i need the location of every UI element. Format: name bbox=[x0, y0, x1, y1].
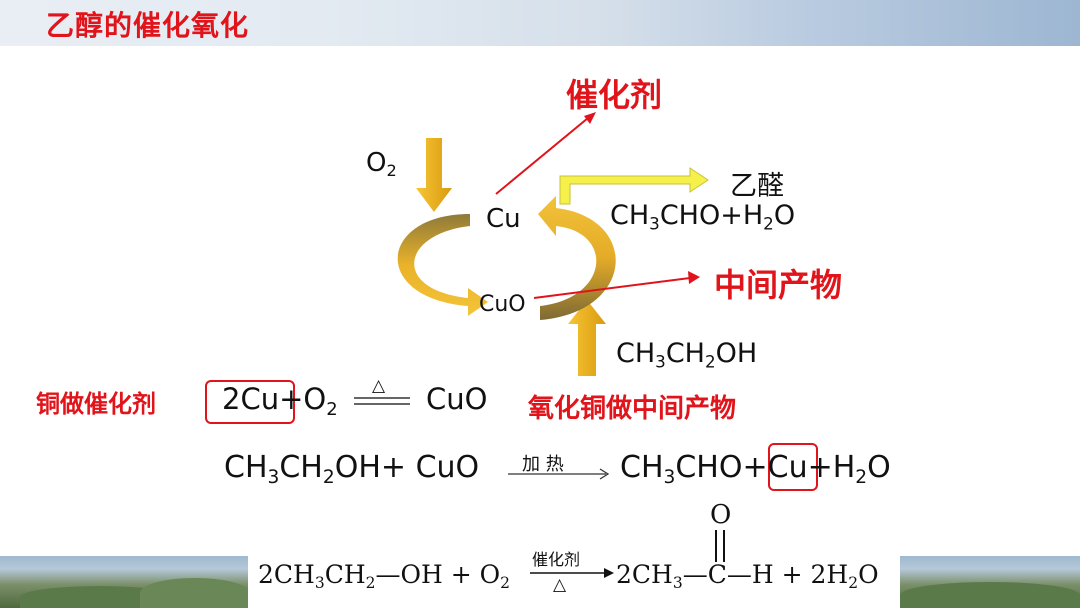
loop-arrow-cu-to-cuo bbox=[397, 214, 488, 316]
eq2-rhs: CH3CHO+Cu+H2O bbox=[620, 450, 891, 488]
cuo-label: CuO bbox=[479, 292, 526, 317]
cu-highlight-box bbox=[205, 380, 295, 424]
products-formula: CH3CHO+H2O bbox=[610, 200, 796, 234]
o2-down-arrow bbox=[416, 138, 452, 212]
eq3-condition-top: 催化剂 bbox=[532, 550, 581, 569]
eq2-condition: 加 热 bbox=[522, 454, 564, 475]
overall-equation-panel bbox=[248, 556, 900, 608]
eq1-label: 铜做催化剂 bbox=[36, 390, 156, 418]
intermediate-pointer-arrow bbox=[533, 277, 691, 299]
eq3-condition-bottom: △ bbox=[553, 575, 567, 595]
eq1-condition: △ bbox=[372, 376, 386, 396]
slide-title: 乙醇的催化氧化 bbox=[46, 9, 250, 42]
ethanol-up-arrow bbox=[568, 300, 606, 376]
eq1-right-label: 氧化铜做中间产物 bbox=[528, 394, 737, 424]
cu-product-highlight-box bbox=[768, 443, 818, 491]
eq3-rhs: 2CH3—C—H + 2H2O bbox=[616, 560, 879, 592]
intermediate-label: 中间产物 bbox=[714, 266, 843, 304]
ethanol-formula: CH3CH2OH bbox=[616, 338, 758, 372]
catalyst-pointer-arrow bbox=[495, 117, 589, 195]
o2-label: O2 bbox=[366, 148, 397, 181]
landscape-background bbox=[0, 556, 1080, 608]
title-bar bbox=[0, 0, 1080, 46]
eq3-carbonyl-oxygen: O bbox=[710, 500, 732, 530]
eq3-lhs: 2CH3CH2—OH + O2 bbox=[258, 560, 511, 592]
eq1-rhs: CuO bbox=[426, 382, 488, 416]
cu-label: Cu bbox=[486, 204, 521, 234]
eq1-lhs: 2Cu+O2 bbox=[222, 382, 338, 420]
eq2-lhs: CH3CH2OH+ CuO bbox=[224, 450, 480, 488]
loop-arrow-cuo-to-cu bbox=[538, 196, 616, 320]
acetaldehyde-label: 乙醛 bbox=[730, 171, 784, 202]
catalyst-label: 催化剂 bbox=[566, 76, 663, 114]
acetaldehyde-arrow bbox=[559, 167, 709, 205]
